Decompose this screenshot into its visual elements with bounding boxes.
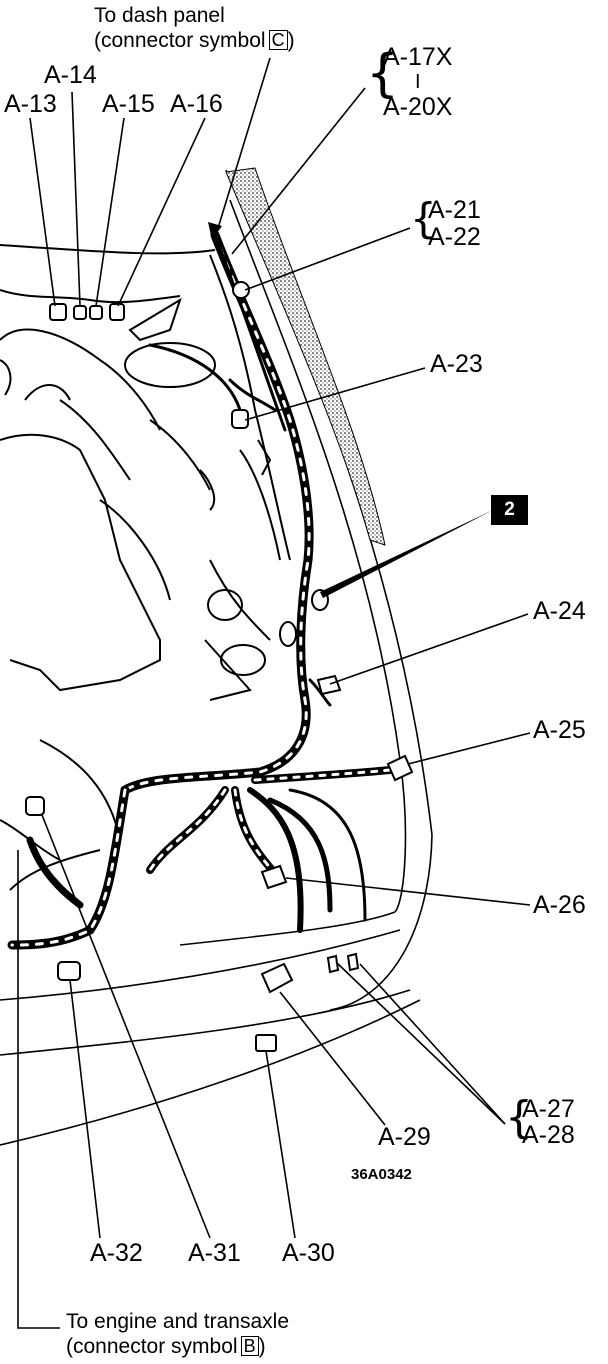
connector-a31: [25, 796, 45, 816]
connector-a14: [73, 305, 87, 320]
connector-a27: [326, 954, 340, 974]
dash-panel-callout-line1: To dash panel: [94, 4, 225, 27]
leader-a26: [285, 877, 531, 906]
brace-a17x-a20x: {: [366, 44, 400, 104]
leader-a28: [335, 961, 506, 1125]
label-a23: A-23: [430, 350, 483, 378]
label-a13: A-13: [4, 90, 57, 118]
label-a30: A-30: [282, 1239, 335, 1267]
connectors: [25, 281, 414, 1052]
brace-a27-a28: {: [505, 1092, 533, 1143]
label-a29: A-29: [378, 1123, 431, 1151]
fender-shaded-strip: [225, 167, 386, 546]
connector-mid: [279, 621, 297, 647]
label-a17x-separator: I: [415, 71, 421, 93]
label-a22: A-22: [428, 223, 481, 251]
leader-a17x: [231, 87, 366, 255]
connector-a15: [89, 305, 103, 320]
dash-panel-symbol: C: [268, 30, 288, 50]
badge-pointer: [320, 510, 493, 598]
wiring-harness: [7, 230, 394, 950]
connector-a28: [346, 952, 360, 972]
engine-symbol: B: [240, 1336, 259, 1356]
label-a24: A-24: [533, 597, 586, 625]
leader-a25: [407, 732, 531, 765]
leader-dash-panel: [214, 57, 271, 239]
connector-a32: [57, 961, 81, 981]
leader-a30: [265, 1050, 296, 1239]
connector-a26: [260, 864, 288, 890]
leader-a23: [244, 367, 426, 421]
label-a17x: A-17X: [383, 43, 453, 71]
leader-a16: [117, 117, 206, 307]
label-a31: A-31: [188, 1239, 241, 1267]
label-a14: A-14: [44, 61, 97, 89]
leader-engine: [17, 850, 28, 1329]
label-a16: A-16: [170, 90, 223, 118]
leader-a24: [329, 613, 529, 685]
figure-code: 36A0342: [351, 1166, 412, 1183]
label-a21: A-21: [428, 196, 481, 224]
leader-a27: [359, 963, 506, 1125]
label-a28: A-28: [522, 1121, 575, 1149]
connector-a30: [255, 1034, 277, 1052]
engine-callout-line1: To engine and transaxle: [66, 1310, 289, 1333]
label-a32: A-32: [90, 1239, 143, 1267]
label-a20x: A-20X: [383, 93, 453, 121]
label-a25: A-25: [533, 716, 586, 744]
leader-a15: [95, 117, 125, 307]
label-a26: A-26: [533, 891, 586, 919]
dash-panel-arrow: [208, 222, 222, 240]
connector-a21-a22: [232, 281, 250, 299]
reference-badge: 2: [491, 495, 528, 525]
leader-a21: [244, 227, 411, 291]
connector-a29: [260, 962, 294, 994]
leader-a31: [41, 814, 211, 1239]
connector-a13: [49, 303, 67, 321]
connector-a25: [386, 754, 414, 782]
fender-outline: [0, 169, 433, 1146]
label-a27: A-27: [522, 1095, 575, 1123]
brace-a21-a22: {: [410, 194, 437, 243]
leader-a13: [29, 117, 56, 307]
engine-bay-components: [0, 244, 291, 891]
label-a15: A-15: [102, 90, 155, 118]
leader-a29: [279, 991, 386, 1126]
leader-a32: [69, 979, 101, 1239]
connector-a16: [109, 303, 125, 321]
leader-a14: [71, 91, 81, 307]
connector-a24: [316, 674, 342, 696]
leader-lines: [17, 57, 531, 1329]
